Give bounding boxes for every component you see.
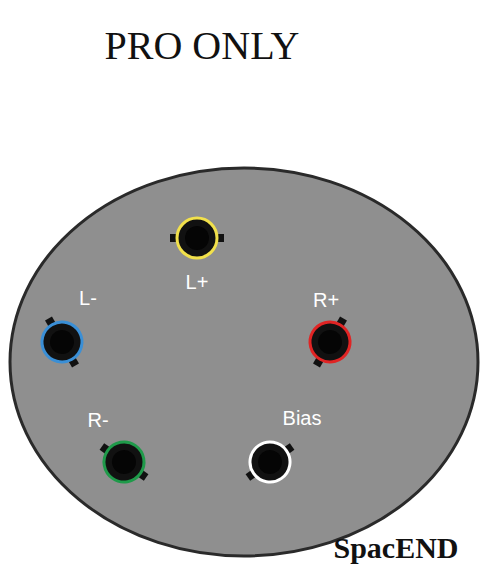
pin-label: R+ (313, 289, 339, 312)
connector-body (10, 168, 478, 556)
socket-rminus (90, 430, 157, 494)
pin-label: Bias (283, 407, 322, 430)
socket-lminus (31, 309, 93, 376)
brand-watermark: SpacEND (333, 531, 458, 565)
diagram-title: PRO ONLY (105, 22, 300, 69)
socket-bias (236, 430, 303, 494)
socket-lplus (170, 218, 224, 258)
pin-label: L- (79, 287, 97, 310)
pin-label: L+ (186, 271, 209, 294)
pin-label: R- (87, 409, 108, 432)
socket-rplus (299, 309, 361, 376)
